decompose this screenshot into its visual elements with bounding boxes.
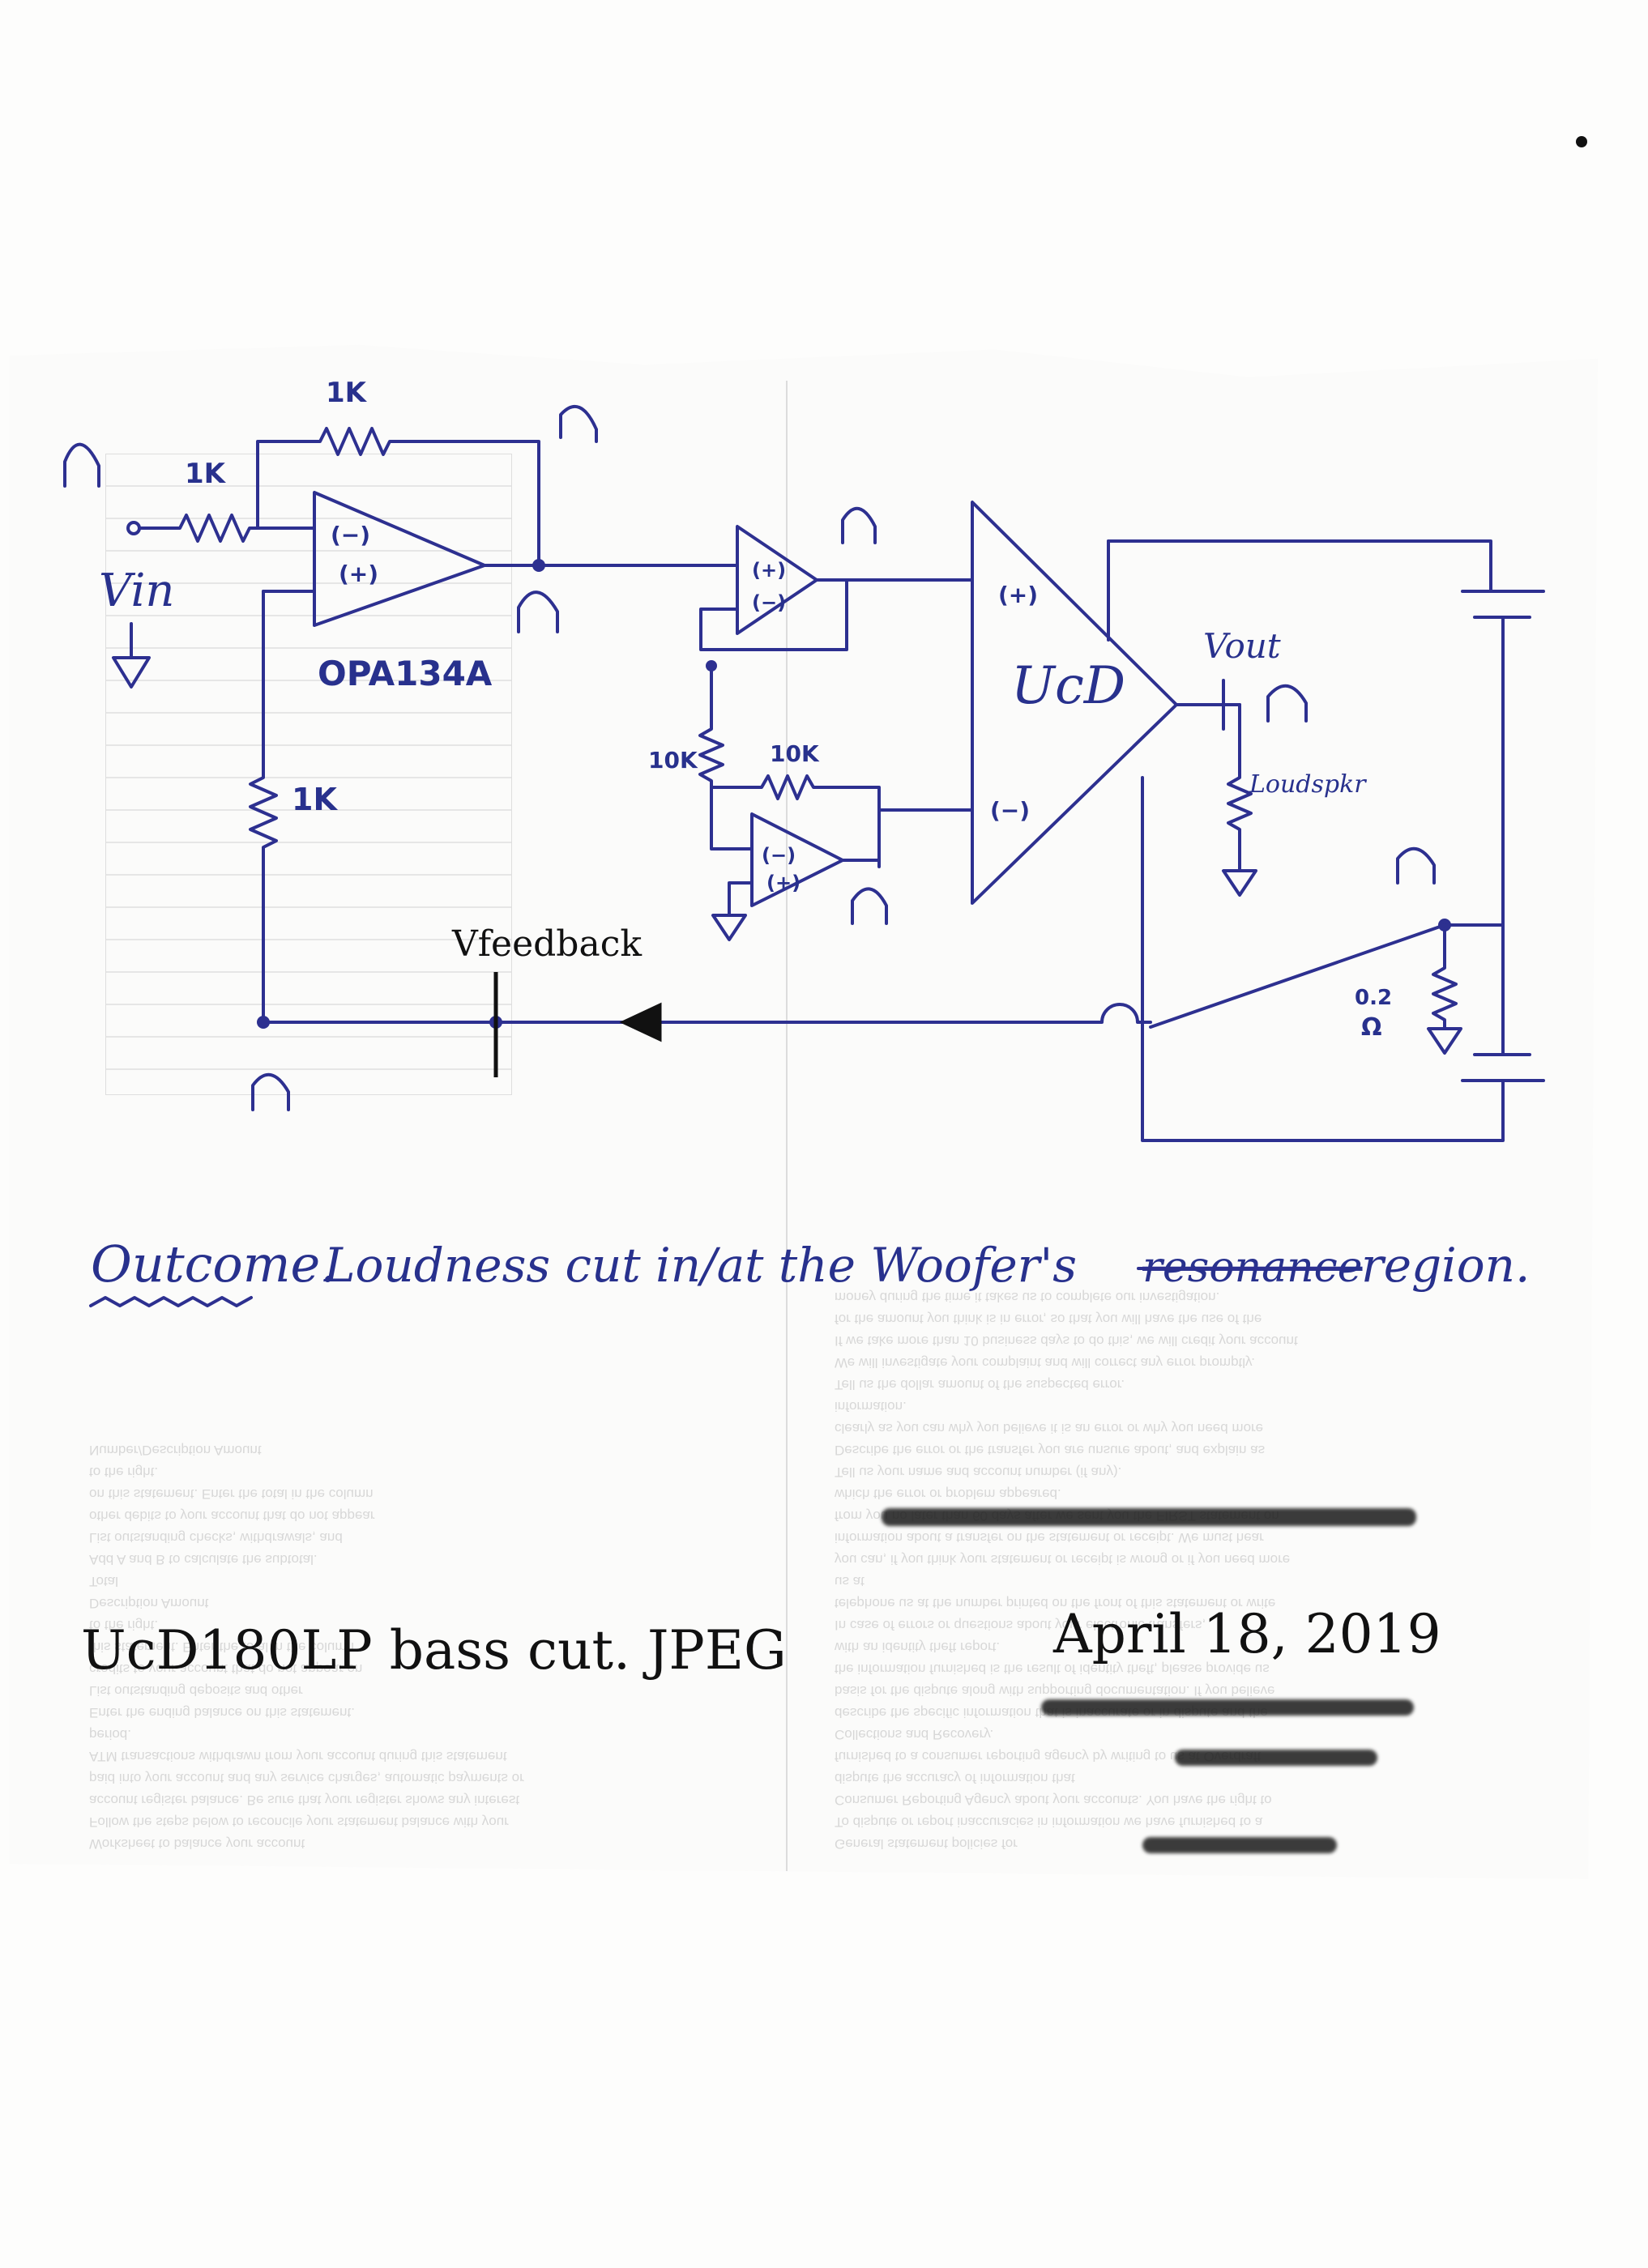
buffer-bottom-minus-label: (−) xyxy=(762,844,796,867)
redaction-mark xyxy=(1041,1699,1414,1716)
waveform-icon xyxy=(559,405,598,443)
wire-supply-top xyxy=(1107,539,1492,593)
redaction-mark xyxy=(1142,1837,1337,1853)
junction-dot xyxy=(706,660,717,671)
outcome-end: region. xyxy=(1361,1238,1530,1293)
ucd-stage: (+) (−) UcD Vout Loudspkr 0.2 Ω xyxy=(971,501,1545,1142)
opamp-main-name: OPA134A xyxy=(318,654,493,693)
ucd-plus-label: (+) xyxy=(998,582,1038,608)
wire-sense-feedback xyxy=(1149,923,1446,1029)
outcome-underline xyxy=(89,1296,253,1307)
waveform-icon xyxy=(251,1072,290,1111)
r-divider-1-label: 10K xyxy=(648,747,698,774)
opamp-main-plus-label: (+) xyxy=(339,561,378,587)
waveform-icon xyxy=(517,590,559,633)
date-note: April 18, 2019 xyxy=(1052,1603,1441,1665)
loudspeaker-label: Loudspkr xyxy=(1249,770,1367,799)
r-input-label: 1K xyxy=(185,458,227,490)
buffer-ground-symbol xyxy=(711,881,754,941)
vin-terminal xyxy=(126,521,141,535)
buffer-stage: (+) (−) (−) (+) 10K 10K xyxy=(648,525,974,941)
print-through-divider xyxy=(786,381,788,1871)
sense-resistor xyxy=(1427,923,1462,1055)
r-feedback-label: 1K xyxy=(326,377,368,409)
outcome-text: Loudness cut in/at the Woofer's xyxy=(323,1238,1077,1293)
r-divider-2-label: 10K xyxy=(770,740,820,767)
ink-speck xyxy=(1576,136,1587,147)
r-ground-label: 1K xyxy=(292,782,338,817)
waveform-icon xyxy=(1396,846,1436,885)
input-stage: Vin 1K 1K (−) (+) OPA134A 1K xyxy=(99,377,739,1024)
sense-resistor-unit: Ω xyxy=(1361,1013,1382,1042)
redaction-mark xyxy=(882,1508,1416,1526)
r-ground-resistor xyxy=(249,590,278,1024)
buffer-top-plus-label: (+) xyxy=(752,559,786,582)
waveform-marks xyxy=(63,405,1436,1111)
battery-top-symbol xyxy=(1461,590,1545,619)
loudspeaker-resistor xyxy=(1222,703,1257,897)
ucd-minus-label: (−) xyxy=(990,797,1030,824)
vout-label: Vout xyxy=(1203,626,1281,666)
ucd-name: UcD xyxy=(1011,656,1125,716)
r-feedback-resistor xyxy=(256,427,540,567)
junction-dot xyxy=(532,559,545,572)
outcome-label: Outcome. xyxy=(91,1234,336,1294)
feedback-path: Vfeedback xyxy=(257,923,1152,1077)
print-through-table xyxy=(105,454,512,1095)
junction-dot xyxy=(257,1016,270,1029)
feedback-arrow-icon xyxy=(619,1002,662,1042)
notes: Outcome. Loudness cut in/at the Woofer's… xyxy=(81,1234,1530,1682)
r-divider-2-resistor xyxy=(710,774,881,868)
battery-bottom-symbol xyxy=(1461,1053,1545,1082)
buffer-top-minus-label: (−) xyxy=(752,591,786,614)
redaction-mark xyxy=(1175,1750,1377,1766)
opamp-main-minus-label: (−) xyxy=(331,522,370,548)
wire-supply-bottom xyxy=(1141,776,1505,1142)
vin-label: Vin xyxy=(99,565,174,617)
wire-feedback xyxy=(262,1003,1152,1024)
buffer-bottom-triangle xyxy=(750,812,844,907)
waveform-icon xyxy=(841,506,877,544)
opamp-main-triangle xyxy=(313,491,486,627)
waveform-icon xyxy=(1266,684,1308,723)
vin-ground-symbol xyxy=(112,622,151,688)
wire-buffer-top-feedback xyxy=(699,578,848,651)
buffer-top-triangle xyxy=(736,525,818,635)
wire-buffer-bottom-to-ucd xyxy=(841,808,974,862)
waveform-icon xyxy=(851,887,888,925)
sense-resistor-value: 0.2 xyxy=(1355,986,1392,1010)
vfeedback-label: Vfeedback xyxy=(451,923,642,965)
r-divider-1-resistor xyxy=(698,664,754,850)
r-input-resistor xyxy=(138,514,259,543)
filename-note: UcD180LP bass cut. JPEG xyxy=(81,1619,787,1682)
buffer-bottom-plus-label: (+) xyxy=(766,872,801,894)
waveform-icon xyxy=(63,442,100,488)
ucd-triangle xyxy=(971,501,1178,905)
